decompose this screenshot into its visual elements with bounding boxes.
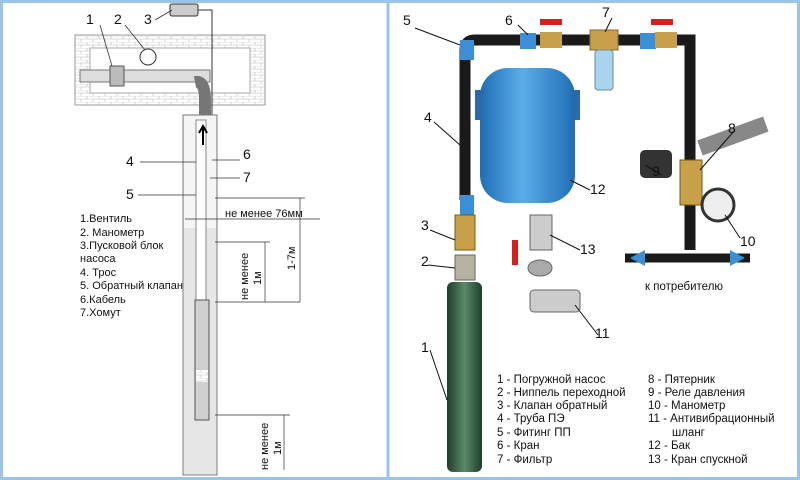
label: 1 <box>86 11 94 27</box>
label: 8 - Пятерник <box>648 374 716 386</box>
label: к потребителю <box>645 281 723 293</box>
label: 6 <box>243 146 251 162</box>
submersible-pump <box>447 282 482 472</box>
label: 1-7м <box>286 247 298 270</box>
filter <box>594 49 614 91</box>
label: 4 <box>424 109 432 125</box>
label: 12 <box>590 181 606 197</box>
outlet-pipe <box>79 69 211 83</box>
label: 4 <box>126 153 134 169</box>
label: 2 - Ниппель переходной <box>497 387 626 399</box>
label: 11 <box>595 325 610 341</box>
drain-valve <box>529 214 553 251</box>
label: 11 - Антивибрационный <box>648 413 775 425</box>
label: 3 <box>144 11 152 27</box>
label: 12 - Бак <box>648 440 691 452</box>
label: 7.Хомут <box>80 307 121 319</box>
label: 7 - Фильтр <box>497 454 552 466</box>
label: 1.Вентиль <box>80 213 132 225</box>
label: 10 <box>740 233 756 249</box>
label: 6.Кабель <box>80 294 126 306</box>
label: не менее <box>259 423 271 470</box>
label: 7 <box>602 4 610 20</box>
flow-arrow-icon <box>198 123 208 145</box>
label: 4 - Труба ПЭ <box>497 413 565 425</box>
label: 9 - Реле давления <box>648 387 745 399</box>
label: не менее <box>239 253 251 300</box>
anti-vibration-hose <box>529 289 581 313</box>
label: 5 <box>403 12 411 28</box>
label: 1м <box>272 441 284 455</box>
label: 13 - Кран спускной <box>648 454 748 466</box>
left-legend: 1.Вентиль 2. Манометр 3.Пусковой блок на… <box>80 213 183 319</box>
label: 7 <box>243 169 251 185</box>
label: 1 <box>421 339 429 355</box>
label: насоса <box>80 253 116 265</box>
manometer-gauge-icon <box>700 187 736 223</box>
starter-block <box>169 3 199 17</box>
label: 3.Пусковой блок <box>80 240 164 252</box>
label: 13 <box>580 241 596 257</box>
label: 1 - Погружной насос <box>497 374 606 386</box>
label: не менее 76мм <box>225 208 303 220</box>
label: 6 - Кран <box>497 440 539 452</box>
label: шланг <box>672 427 705 439</box>
label: 9 <box>652 163 660 179</box>
right-legend: 1 - Погружной насос 2 - Ниппель переходн… <box>497 374 775 466</box>
pump <box>194 299 210 421</box>
label: 5 <box>126 186 134 202</box>
label: 10 - Манометр <box>648 400 725 412</box>
label: 3 - Клапан обратный <box>497 400 607 412</box>
five-way-fitting <box>589 29 619 51</box>
valve-icon <box>109 65 125 87</box>
pressure-switch <box>640 150 672 178</box>
label: 6 <box>505 12 513 28</box>
label: 2 <box>114 11 122 27</box>
label: 3 <box>421 217 429 233</box>
label: 2. Манометр <box>80 227 144 239</box>
nipple <box>454 254 476 281</box>
label: 2 <box>421 253 429 269</box>
label: 5 - Фитинг ПП <box>497 427 571 439</box>
check-valve <box>454 214 476 251</box>
label: 1м <box>252 271 264 285</box>
well-schematic: 1 2 3 4 5 6 7 1.Вентиль 2. Манометр 3.Пу… <box>74 3 320 476</box>
label: 4. Трос <box>80 267 117 279</box>
pump-station: к потребителю 5 6 7 4 3 2 1 12 13 11 9 8… <box>403 4 775 472</box>
label: 5. Обратный клапан <box>80 280 183 292</box>
manometer-icon <box>139 48 157 66</box>
expansion-tank <box>480 68 575 203</box>
label: 8 <box>728 120 736 136</box>
